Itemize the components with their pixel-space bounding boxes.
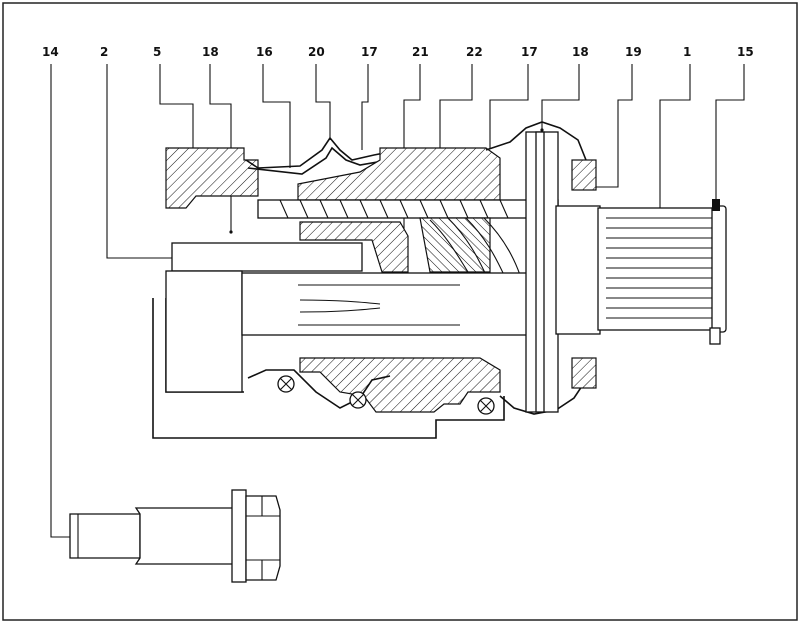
lower-body [299, 357, 501, 413]
central-shaft [241, 272, 543, 336]
callout-labels: 14 2 5 18 16 20 17 21 22 17 18 19 1 15 [42, 45, 754, 59]
boot-upper-16 [245, 136, 401, 169]
clip-part-15 [712, 199, 720, 211]
splined-end-part-1 [597, 205, 727, 345]
shaft-tip [299, 299, 381, 313]
piston-part-2 [171, 242, 363, 272]
callout-22: 22 [466, 45, 483, 59]
sleeve-part-21 [299, 221, 409, 273]
body-part-5 [165, 147, 259, 209]
callout-1: 1 [683, 45, 691, 59]
callout-18-left: 18 [202, 45, 219, 59]
callout-14: 14 [42, 45, 59, 59]
piston-base [165, 270, 243, 393]
callout-17-right: 17 [521, 45, 538, 59]
seal-part-19-upper [571, 159, 597, 191]
caliper-assembly [152, 121, 727, 439]
callout-2: 2 [100, 45, 108, 59]
callout-5: 5 [153, 45, 161, 59]
boot-lower [247, 369, 391, 409]
callout-16: 16 [256, 45, 273, 59]
housing-outline [152, 298, 505, 439]
hub-flange [555, 205, 601, 335]
boot-right-upper [485, 121, 587, 161]
right-flange-core [535, 131, 545, 413]
callout-19: 19 [625, 45, 642, 59]
callout-15: 15 [737, 45, 754, 59]
callout-20: 20 [308, 45, 325, 59]
boot-upper-inner [247, 146, 401, 175]
callout-18-right: 18 [572, 45, 589, 59]
retainer-clips [277, 375, 495, 415]
nut-part-22 [297, 147, 501, 201]
seal-part-19-lower [571, 357, 597, 389]
callout-17-left: 17 [361, 45, 378, 59]
shaft-bore [298, 284, 460, 326]
bolt-part-14 [69, 489, 281, 583]
callout-21: 21 [412, 45, 429, 59]
thread-upper [257, 199, 559, 219]
